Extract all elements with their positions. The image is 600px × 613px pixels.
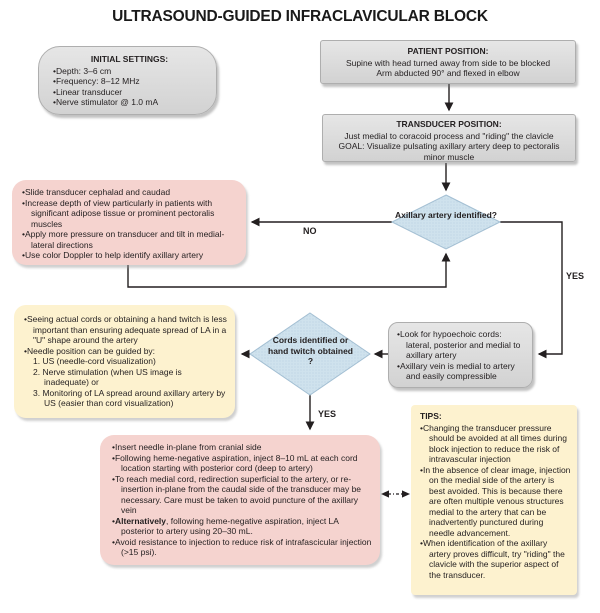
tips-item: In the absence of clear image, injection… — [420, 465, 571, 539]
decision-axillary-artery-diamond — [390, 194, 502, 250]
transducer-position-box: TRANSDUCER POSITION: Just medial to cora… — [322, 114, 576, 162]
patient-position-line: Arm abducted 90° and flexed in elbow — [376, 68, 520, 79]
patient-position-box: PATIENT POSITION: Supine with head turne… — [320, 40, 576, 84]
transducer-position-line: Just medial to coracoid process and "rid… — [344, 130, 554, 141]
no-label: NO — [303, 226, 317, 236]
yes-label-cords: YES — [318, 409, 337, 419]
connector-yes-to-hypoechoic — [500, 221, 563, 359]
hypoechoic-item: Axillary vein is medial to artery and ea… — [397, 361, 527, 382]
troubleshooting-list: Slide transducer cephalad and caudad Inc… — [22, 187, 238, 261]
guidance-box: Seeing actual cords or obtaining a hand … — [14, 305, 235, 418]
injection-item: Avoid resistance to injection to reduce … — [112, 537, 372, 558]
injection-item: Alternatively, following heme-negative a… — [112, 516, 372, 537]
decision-axillary-artery-label: Axillary artery identified? — [394, 210, 498, 220]
connector-troubleshooting-loop-back — [127, 252, 451, 288]
arrowhead-left-icon — [381, 490, 389, 498]
tips-list: Changing the transducer pressure should … — [420, 423, 571, 581]
injection-item-bold-lead: Alternatively — [114, 515, 167, 526]
tips-heading: TIPS: — [420, 411, 442, 421]
tips-item: When identification of the axillary arte… — [420, 538, 571, 580]
decision-cords-diamond — [249, 312, 371, 396]
tips-item: Changing the transducer pressure should … — [420, 423, 571, 465]
troubleshooting-item: Apply more pressure on transducer and ti… — [22, 229, 238, 250]
troubleshooting-box: Slide transducer cephalad and caudad Inc… — [12, 180, 246, 265]
patient-position-line: Supine with head turned away from side t… — [345, 57, 551, 68]
troubleshooting-item: Increase depth of view particularly in p… — [22, 198, 238, 230]
page-title: ULTRASOUND-GUIDED INFRACLAVICULAR BLOCK — [112, 8, 488, 25]
guidance-numbered-item: 3. Monitoring of LA spread around axilla… — [33, 387, 226, 409]
hypoechoic-list: Look for hypoechoic cords: lateral, post… — [397, 329, 527, 382]
troubleshooting-item: Slide transducer cephalad and caudad — [22, 187, 238, 198]
tips-box: TIPS: Changing the transducer pressure s… — [411, 405, 577, 595]
injection-list: Insert needle in-plane from cranial side… — [112, 442, 372, 558]
injection-item: Following heme-negative aspiration, inje… — [112, 453, 372, 474]
guidance-numbered-list: 1. US (needle-cord visualization) 2. Ner… — [33, 356, 228, 409]
guidance-item: Needle position can be guided by: — [24, 346, 228, 357]
injection-box: Insert needle in-plane from cranial side… — [100, 435, 380, 565]
guidance-numbered-item: 1. US (needle-cord visualization) — [33, 356, 156, 367]
guidance-list: Seeing actual cords or obtaining a hand … — [24, 314, 228, 356]
patient-position-heading: PATIENT POSITION: — [407, 46, 489, 56]
initial-settings-list: Depth: 3–6 cm Frequency: 8–12 MHz Linear… — [53, 66, 206, 108]
initial-settings-heading: INITIAL SETTINGS: — [90, 54, 169, 64]
initial-settings-box: INITIAL SETTINGS: Depth: 3–6 cm Frequenc… — [38, 46, 217, 115]
troubleshooting-item: Use color Doppler to help identify axill… — [22, 250, 238, 261]
transducer-position-heading: TRANSDUCER POSITION: — [396, 119, 502, 129]
hypoechoic-box: Look for hypoechoic cords: lateral, post… — [388, 322, 533, 388]
decision-cords-label: Cords identified or hand twitch obtained… — [268, 335, 353, 367]
transducer-position-line: GOAL: Visualize pulsating axillary arter… — [338, 141, 560, 162]
guidance-numbered-item: 2. Nerve stimulation (when US image is i… — [33, 366, 182, 388]
initial-settings-item: Nerve stimulator @ 1.0 mA — [53, 97, 206, 108]
yes-label-artery: YES — [566, 271, 585, 281]
injection-item: Insert needle in-plane from cranial side — [112, 442, 372, 453]
hypoechoic-item: Look for hypoechoic cords: lateral, post… — [397, 329, 527, 361]
initial-settings-item: Depth: 3–6 cm — [53, 66, 206, 77]
initial-settings-item: Frequency: 8–12 MHz — [53, 76, 206, 87]
initial-settings-item: Linear transducer — [53, 87, 206, 98]
guidance-item: Seeing actual cords or obtaining a hand … — [24, 314, 228, 346]
injection-item: To reach medial cord, redirection superf… — [112, 474, 372, 516]
arrowhead-right-icon — [402, 490, 410, 498]
